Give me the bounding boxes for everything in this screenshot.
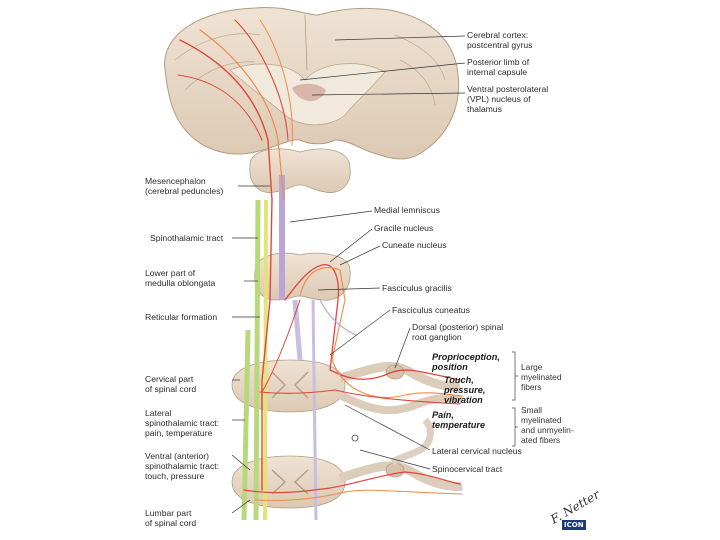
label-internal-capsule: Posterior limb of internal capsule	[467, 57, 529, 77]
label-touch: Touch, pressure, vibration	[444, 375, 485, 405]
medulla-section	[255, 253, 350, 300]
label-dorsal-root-ganglion: Dorsal (posterior) spinal root ganglion	[412, 322, 503, 342]
label-spinocervical-tract: Spinocervical tract	[432, 464, 502, 474]
label-spinothalamic-tract: Spinothalamic tract	[150, 233, 223, 243]
label-cerebral-cortex: Cerebral cortex: postcentral gyrus	[467, 30, 532, 50]
label-pain: Pain, temperature	[432, 410, 485, 430]
label-large-fibers: Large myelinated fibers	[521, 362, 562, 392]
label-lateral-cervical-nucleus: Lateral cervical nucleus	[432, 446, 522, 456]
label-mesencephalon: Mesencephalon (cerebral peduncles)	[145, 176, 223, 196]
label-proprioception: Proprioception, position	[432, 352, 500, 372]
lateral-cervical-nucleus-marker	[352, 435, 358, 441]
label-reticular-formation: Reticular formation	[145, 312, 217, 322]
label-medial-lemniscus: Medial lemniscus	[374, 205, 440, 215]
label-cervical-cord: Cervical part of spinal cord	[145, 374, 196, 394]
label-fasciculus-cuneatus: Fasciculus cuneatus	[392, 305, 470, 315]
label-gracile-nucleus: Gracile nucleus	[374, 223, 433, 233]
label-vpl-nucleus: Ventral posterolateral (VPL) nucleus of …	[467, 84, 548, 114]
label-ventral-spinothalamic: Ventral (anterior) spinothalamic tract: …	[145, 451, 219, 481]
label-lateral-spinothalamic: Lateral spinothalamic tract: pain, tempe…	[145, 408, 219, 438]
label-fasciculus-gracilis: Fasciculus gracilis	[382, 283, 452, 293]
label-lower-medulla: Lower part of medulla oblongata	[145, 268, 215, 288]
label-small-fibers: Small myelinated and unmyelin- ated fibe…	[521, 405, 574, 445]
icon-logo: ICON	[562, 520, 586, 530]
label-lumbar-cord: Lumbar part of spinal cord	[145, 508, 196, 528]
fiber-group-braces	[512, 352, 518, 446]
label-cuneate-nucleus: Cuneate nucleus	[382, 240, 447, 250]
